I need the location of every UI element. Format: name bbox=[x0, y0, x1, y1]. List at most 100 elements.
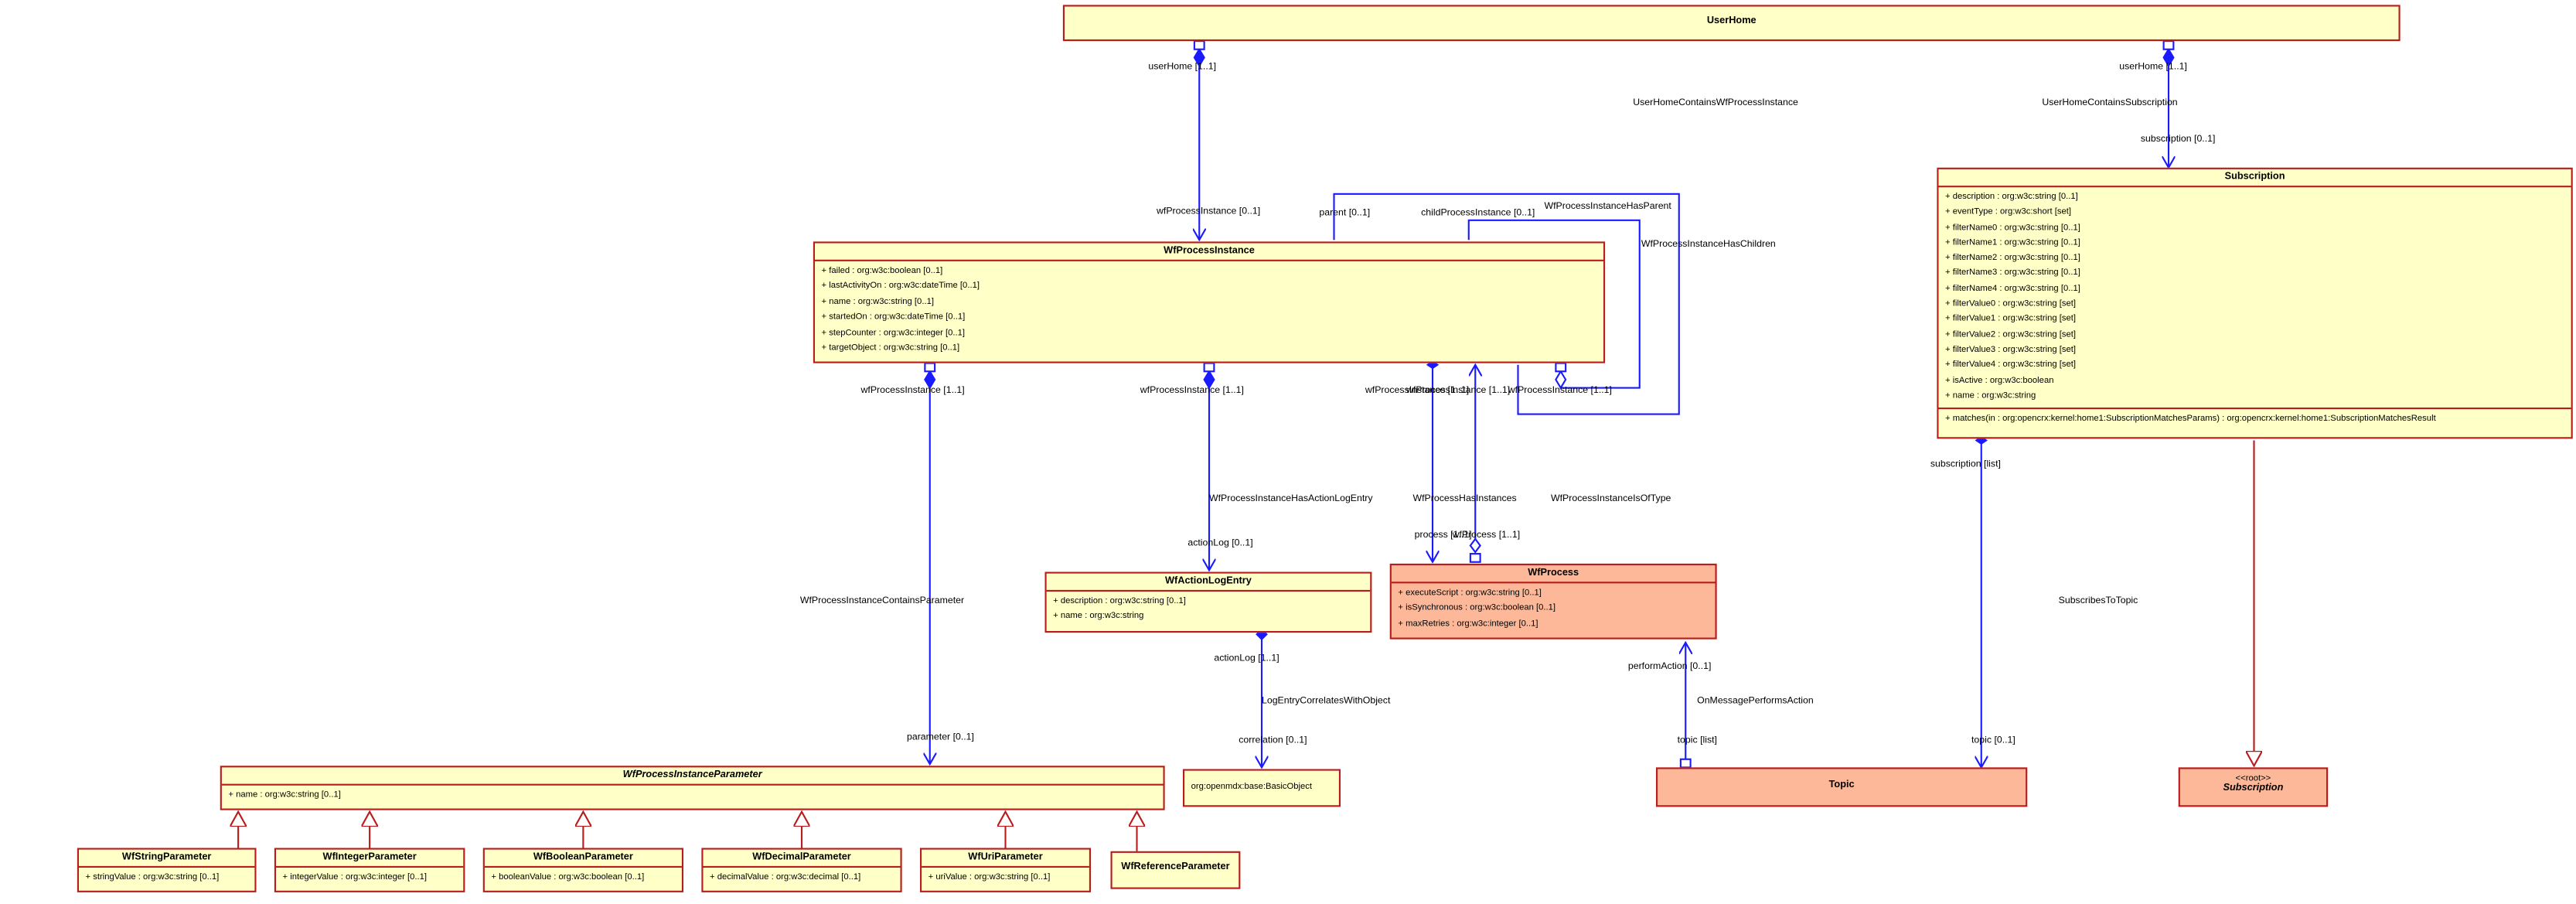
class-name: WfProcessInstanceParameter bbox=[622, 770, 762, 781]
class-name: WfProcessInstance bbox=[1164, 246, 1255, 257]
attribute: + targetObject : org:w3c:string [0..1] bbox=[821, 343, 960, 353]
role-label: parent [0..1] bbox=[1319, 208, 1371, 219]
class-name: WfDecimalParameter bbox=[752, 852, 851, 863]
attribute-list: + integerValue : org:w3c:integer [0..1] bbox=[276, 868, 463, 889]
class-wfactionlogentry[interactable]: WfActionLogEntry + description : org:w3c… bbox=[1044, 571, 1372, 633]
role-label: wfProcessInstance [1..1] bbox=[860, 386, 965, 397]
association-label: UserHomeContainsSubscription bbox=[2042, 98, 2178, 109]
role-label: wfProcessInstance [1..1] bbox=[1365, 386, 1470, 397]
attribute: + description : org:w3c:string [0..1] bbox=[1053, 596, 1186, 607]
class-wfintegerparameter[interactable]: WfIntegerParameter + integerValue : org:… bbox=[274, 848, 465, 892]
association-label: SubscribesToTopic bbox=[2058, 596, 2138, 607]
association-label: WfProcessInstanceHasActionLogEntry bbox=[1209, 494, 1373, 505]
class-name: Subscription bbox=[2224, 172, 2285, 183]
attribute-list: + executeScript : org:w3c:string [0..1] … bbox=[1392, 583, 1716, 636]
attribute: + maxRetries : org:w3c:integer [0..1] bbox=[1398, 619, 1538, 629]
composition-diamond bbox=[1193, 47, 1205, 68]
role-label: childProcessInstance [0..1] bbox=[1421, 208, 1535, 219]
attribute: + description : org:w3c:string [0..1] bbox=[1945, 192, 2078, 203]
qualifier bbox=[1193, 40, 1205, 50]
class-name: Topic bbox=[1828, 780, 1855, 791]
aggregation-diamond bbox=[1469, 537, 1481, 554]
class-name: Subscription bbox=[2223, 783, 2284, 794]
class-name: org:openmdx:base:BasicObject bbox=[1191, 782, 1313, 793]
class-userhome[interactable]: UserHome bbox=[1062, 5, 2401, 42]
attribute: + filterValue2 : org:w3c:string [set] bbox=[1945, 329, 2077, 340]
qualifier bbox=[924, 362, 936, 373]
role-label: correlation [0..1] bbox=[1239, 736, 1307, 746]
operation-list: + matches(in : org:opencrx:kernel:home1:… bbox=[1939, 409, 2571, 431]
attribute: + filterName3 : org:w3c:string [0..1] bbox=[1945, 268, 2080, 279]
class-subscription[interactable]: Subscription + description : org:w3c:str… bbox=[1937, 167, 2573, 439]
role-label: process [1..1] bbox=[1414, 530, 1472, 541]
link-has-parent bbox=[1333, 193, 1680, 415]
attribute: + uriValue : org:w3c:string [0..1] bbox=[928, 872, 1051, 883]
attribute: + name : org:w3c:string bbox=[1053, 612, 1144, 623]
association-label: WfProcessInstanceContainsParameter bbox=[799, 596, 965, 607]
role-label: subscription [list] bbox=[1930, 460, 2001, 470]
class-wfreferenceparameter[interactable]: WfReferenceParameter bbox=[1110, 851, 1241, 889]
class-name: WfReferenceParameter bbox=[1121, 862, 1230, 873]
role-label: wfProcessInstance [1..1] bbox=[1508, 386, 1612, 397]
operation: + matches(in : org:opencrx:kernel:home1:… bbox=[1945, 414, 2436, 425]
attribute: + filterValue0 : org:w3c:string [set] bbox=[1945, 298, 2077, 309]
class-wfdecimalparameter[interactable]: WfDecimalParameter + decimalValue : org:… bbox=[701, 848, 902, 892]
qualifier bbox=[2162, 40, 2175, 50]
composition-diamond bbox=[1203, 370, 1215, 390]
class-name: WfActionLogEntry bbox=[1164, 576, 1252, 587]
attribute: + isSynchronous : org:w3c:boolean [0..1] bbox=[1398, 603, 1556, 614]
qualifier bbox=[1469, 553, 1481, 563]
attribute: + name : org:w3c:string [0..1] bbox=[228, 790, 341, 800]
attribute: + booleanValue : org:w3c:boolean [0..1] bbox=[491, 872, 645, 883]
class-wfprocessinstance[interactable]: WfProcessInstance + failed : org:w3c:boo… bbox=[813, 241, 1606, 363]
attribute: + isActive : org:w3c:boolean bbox=[1945, 375, 2054, 386]
class-basicobject[interactable]: org:openmdx:base:BasicObject bbox=[1183, 769, 1341, 807]
qualifier bbox=[1555, 362, 1567, 373]
class-wfprocess[interactable]: WfProcess + executeScript : org:w3c:stri… bbox=[1389, 563, 1717, 640]
attribute: + filterValue1 : org:w3c:string [set] bbox=[1945, 314, 2077, 325]
attribute-list: + name : org:w3c:string [0..1] bbox=[222, 786, 1164, 807]
attribute-list: + uriValue : org:w3c:string [0..1] bbox=[922, 868, 1089, 889]
attribute-list: + decimalValue : org:w3c:decimal [0..1] bbox=[704, 868, 901, 889]
aggregation-diamond bbox=[1555, 370, 1567, 390]
attribute: + name : org:w3c:string [0..1] bbox=[821, 297, 934, 307]
attribute: + stepCounter : org:w3c:integer [0..1] bbox=[821, 328, 966, 338]
role-label: wfProcessInstance [1..1] bbox=[1406, 386, 1511, 397]
attribute: + decimalValue : org:w3c:decimal [0..1] bbox=[710, 872, 861, 883]
role-label: wfProcess [1..1] bbox=[1452, 530, 1521, 541]
role-label: topic [0..1] bbox=[1971, 736, 2015, 746]
role-label: userHome [1..1] bbox=[2119, 62, 2187, 73]
attribute: + filterName2 : org:w3c:string [0..1] bbox=[1945, 253, 2080, 264]
attribute-list: + failed : org:w3c:boolean [0..1] + last… bbox=[815, 261, 1603, 360]
attribute: + lastActivityOn : org:w3c:dateTime [0..… bbox=[821, 281, 980, 292]
attribute-list: + booleanValue : org:w3c:boolean [0..1] bbox=[485, 868, 682, 889]
qualifier bbox=[1203, 362, 1215, 373]
role-label: parameter [0..1] bbox=[907, 732, 974, 743]
role-label: subscription [0..1] bbox=[2140, 135, 2216, 145]
composition-diamond bbox=[2162, 47, 2175, 68]
class-subscription-root[interactable]: <<root>> Subscription bbox=[2178, 767, 2329, 807]
class-wfstringparameter[interactable]: WfStringParameter + stringValue : org:w3… bbox=[77, 848, 257, 892]
association-label: UserHomeContainsWfProcessInstance bbox=[1633, 98, 1798, 109]
attribute: + filterName0 : org:w3c:string [0..1] bbox=[1945, 223, 2080, 233]
association-label: WfProcessHasInstances bbox=[1412, 494, 1517, 505]
attribute: + stringValue : org:w3c:string [0..1] bbox=[85, 872, 220, 883]
role-label: performAction [0..1] bbox=[1627, 662, 1712, 673]
role-label: actionLog [0..1] bbox=[1187, 539, 1253, 549]
association-label: WfProcessInstanceIsOfType bbox=[1551, 494, 1671, 505]
class-wfuriparameter[interactable]: WfUriParameter + uriValue : org:w3c:stri… bbox=[920, 848, 1091, 892]
role-label: userHome [1..1] bbox=[1148, 62, 1217, 73]
attribute: + filterName1 : org:w3c:string [0..1] bbox=[1945, 237, 2080, 248]
attribute: + executeScript : org:w3c:string [0..1] bbox=[1398, 588, 1542, 599]
association-label: WfProcessInstanceHasParent bbox=[1544, 202, 1671, 213]
class-wfbooleanparameter[interactable]: WfBooleanParameter + booleanValue : org:… bbox=[482, 848, 683, 892]
composition-diamond bbox=[924, 370, 936, 390]
class-topic[interactable]: Topic bbox=[1656, 767, 2028, 807]
composition-diamond bbox=[1426, 360, 1440, 370]
attribute: + failed : org:w3c:boolean [0..1] bbox=[821, 266, 943, 276]
class-name: WfBooleanParameter bbox=[533, 852, 633, 863]
role-label: wfProcessInstance [0..1] bbox=[1157, 206, 1261, 217]
class-wfprocessinstanceparameter[interactable]: WfProcessInstanceParameter + name : org:… bbox=[220, 766, 1165, 810]
